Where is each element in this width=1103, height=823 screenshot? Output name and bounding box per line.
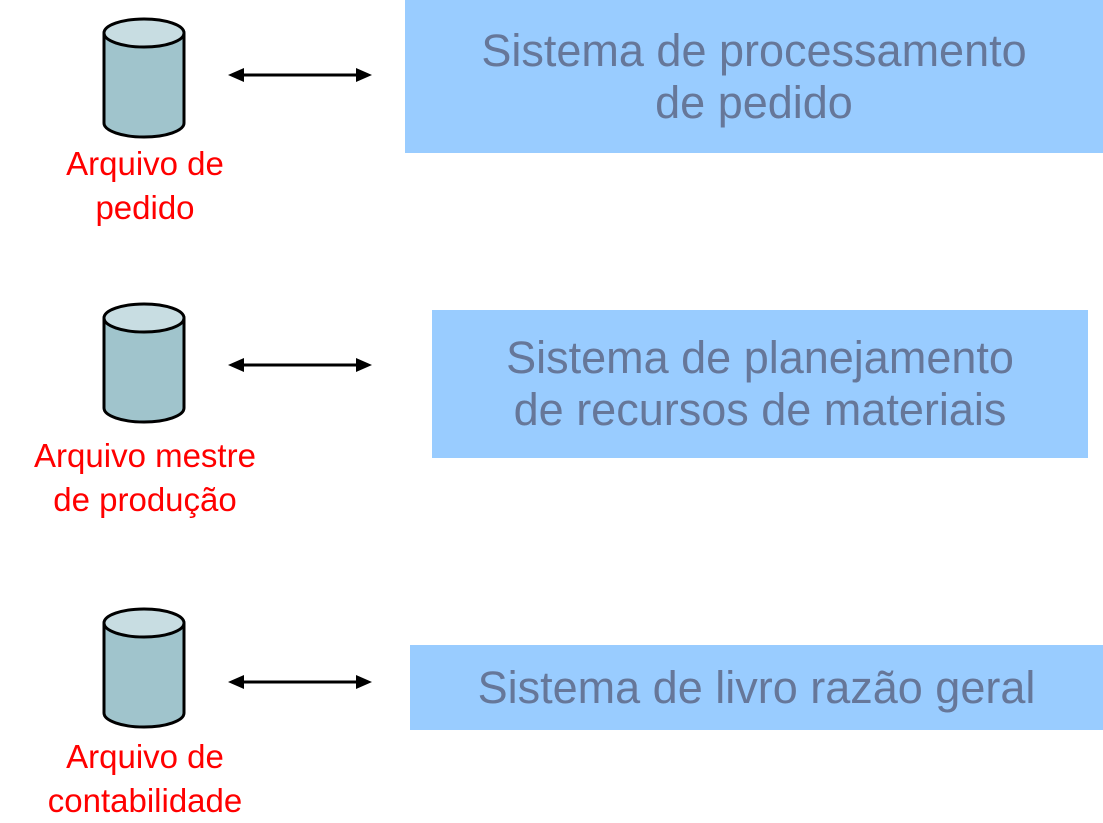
system-box-general-ledger: Sistema de livro razão geral [410, 645, 1103, 730]
database-icon [102, 302, 186, 424]
bidirectional-arrow-icon [228, 68, 372, 82]
file-label-production: Arquivo mestre de produção [34, 437, 256, 518]
bidirectional-arrow-icon [228, 358, 372, 372]
file-label-order: Arquivo de pedido [66, 145, 224, 226]
database-icon [102, 17, 186, 139]
system-box-material-planning: Sistema de planejamento de recursos de m… [432, 310, 1088, 458]
system-box-order-processing: Sistema de processamento de pedido [405, 0, 1103, 153]
bidirectional-arrow-icon [228, 675, 372, 689]
file-label-accounting: Arquivo de contabilidade [47, 738, 243, 819]
database-icon [102, 607, 186, 729]
